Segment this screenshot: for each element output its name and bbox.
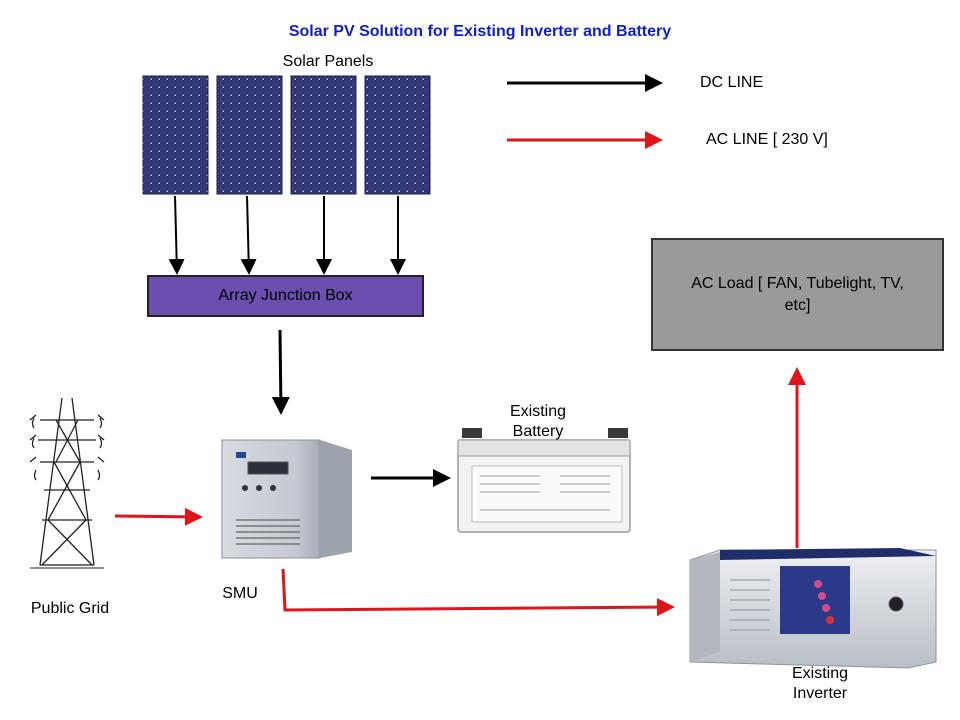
transmission-tower-icon <box>29 397 105 569</box>
smu-to-inverter-arrow <box>281 568 675 617</box>
panel-1-dc-arrow <box>168 195 185 275</box>
inverter-icon <box>689 548 937 669</box>
battery-label: Existing Battery <box>509 403 567 440</box>
solar-panels-label: Solar Panels <box>282 53 374 70</box>
diagram-title: Solar PV Solution for Existing Inverter … <box>288 23 672 40</box>
public-grid-label: Public Grid <box>30 600 110 617</box>
ac-load-box: AC Load [ FAN, Tubelight, TV, etc] <box>651 238 944 351</box>
solar-panel <box>364 75 431 195</box>
ac-load-label: AC Load [ FAN, Tubelight, TV, etc] <box>691 274 904 314</box>
array-junction-box-label: Array Junction Box <box>218 287 353 304</box>
battery-icon <box>457 428 631 533</box>
legend-dc-label: DC LINE <box>700 74 764 91</box>
smu-unit-icon <box>204 432 366 564</box>
smu-label: SMU <box>222 585 258 602</box>
panel-2-dc-arrow <box>240 195 257 275</box>
junction-to-smu-arrow <box>271 329 290 415</box>
grid-to-smu-arrow <box>114 507 203 526</box>
legend-ac-label: AC LINE [ 230 V] <box>706 131 828 148</box>
solar-panel-array <box>142 75 431 195</box>
array-junction-box: Array Junction Box <box>147 275 424 317</box>
panel-dc-arrows <box>168 195 406 275</box>
inverter-label: Existing Inverter <box>791 665 849 702</box>
solar-panel <box>290 75 357 195</box>
solar-panel <box>216 75 283 195</box>
solar-panel <box>142 75 209 195</box>
